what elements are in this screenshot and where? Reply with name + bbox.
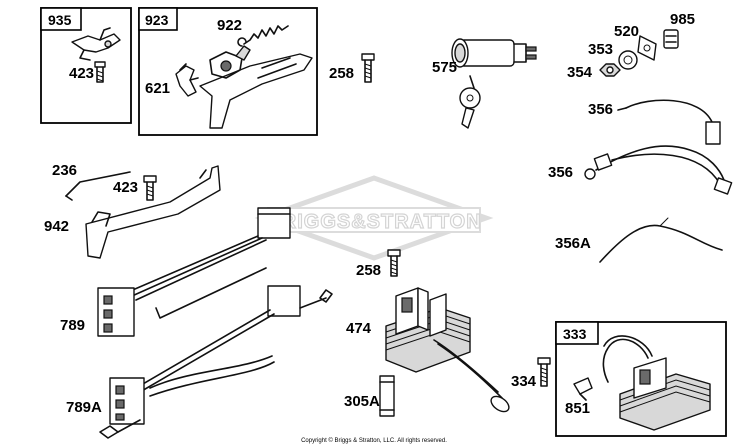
screw-423 xyxy=(143,175,157,201)
lever-621 xyxy=(175,63,199,97)
box-label-333: 333 xyxy=(563,326,587,342)
label-356-upper: 356 xyxy=(588,101,613,118)
watermark-text: BRIGGS&STRATTON xyxy=(266,211,481,233)
spacer-305A xyxy=(379,375,395,417)
label-942: 942 xyxy=(44,218,69,235)
box-923: 923 xyxy=(138,7,318,136)
wire-356-lower xyxy=(584,145,733,195)
copyright-text: Copyright © Briggs & Stratton, LLC. All … xyxy=(301,437,447,444)
label-423-box: 423 xyxy=(69,65,94,82)
screw-423-in-box xyxy=(94,61,106,68)
label-334: 334 xyxy=(511,373,537,390)
label-851: 851 xyxy=(565,400,590,417)
label-354: 354 xyxy=(567,64,593,81)
label-789A: 789A xyxy=(66,399,102,416)
terminal-520 xyxy=(637,35,657,61)
label-356-lower: 356 xyxy=(548,164,573,181)
label-922: 922 xyxy=(217,17,242,34)
label-305A: 305A xyxy=(344,393,380,410)
ignition-switch-575 xyxy=(451,38,537,129)
label-520: 520 xyxy=(614,23,639,40)
wire-356A xyxy=(599,217,723,263)
harness-789 xyxy=(97,207,291,337)
label-258-lower: 258 xyxy=(356,262,381,279)
wire-356-upper xyxy=(617,99,721,145)
box-333: 333 xyxy=(555,321,727,437)
label-789: 789 xyxy=(60,317,85,334)
label-258-top: 258 xyxy=(329,65,354,82)
label-356A: 356A xyxy=(555,235,591,252)
box-935: 935 xyxy=(40,7,132,124)
label-575: 575 xyxy=(432,59,457,76)
lockwasher-353 xyxy=(618,50,638,70)
nut-354 xyxy=(599,63,621,77)
box-label-935: 935 xyxy=(48,12,72,28)
spring-922 xyxy=(237,25,289,47)
label-474: 474 xyxy=(346,320,372,337)
label-985: 985 xyxy=(670,11,695,28)
box-label-923: 923 xyxy=(145,12,169,28)
harness-789A xyxy=(99,285,333,439)
screw-258-top xyxy=(361,53,375,83)
screw-258-lower xyxy=(387,249,401,277)
label-621: 621 xyxy=(145,80,170,97)
screw-334 xyxy=(537,357,551,387)
label-353: 353 xyxy=(588,41,613,58)
bracket-942 xyxy=(85,165,221,259)
watermark-logo: BRIGGS&STRATTON xyxy=(254,175,494,261)
bracket-985 xyxy=(663,29,679,49)
rod-236 xyxy=(65,171,131,201)
control-bracket xyxy=(199,45,313,129)
label-423: 423 xyxy=(113,179,138,196)
armature-474 xyxy=(385,287,510,413)
label-236: 236 xyxy=(52,162,77,179)
